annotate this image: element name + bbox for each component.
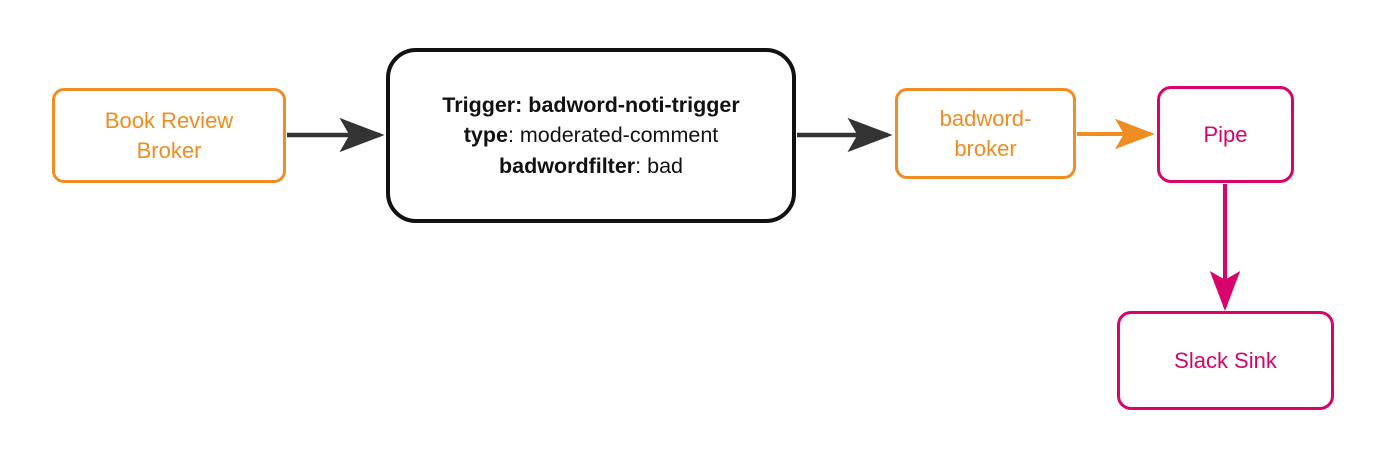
- node-trigger-name-text: Trigger: badword-noti-trigger: [442, 92, 740, 117]
- node-badword-broker[interactable]: badword- broker: [895, 88, 1076, 179]
- node-pipe[interactable]: Pipe: [1157, 86, 1294, 183]
- node-badword-broker-line1: badword-: [939, 106, 1032, 132]
- node-book-review-broker-line1: Book Review: [104, 108, 234, 134]
- node-book-review-broker[interactable]: Book Review Broker: [52, 88, 286, 183]
- node-trigger[interactable]: Trigger: badword-noti-trigger type: mode…: [386, 48, 796, 223]
- node-trigger-label: Trigger: badword-noti-trigger type: mode…: [390, 90, 792, 182]
- node-slack-sink[interactable]: Slack Sink: [1117, 311, 1334, 410]
- node-book-review-broker-line2: Broker: [136, 137, 202, 163]
- node-trigger-line-type: type: moderated-comment: [406, 120, 776, 151]
- node-trigger-badwordfilter-key: badwordfilter: [499, 153, 636, 178]
- node-trigger-type-key: type: [463, 123, 508, 148]
- node-pipe-label: Pipe: [1203, 121, 1248, 147]
- node-trigger-line-badwordfilter: badwordfilter: bad: [406, 151, 776, 182]
- node-trigger-type-value: : moderated-comment: [507, 123, 719, 148]
- node-book-review-broker-label: Book Review Broker: [55, 106, 283, 164]
- node-trigger-line-trigger-name: Trigger: badword-noti-trigger: [406, 90, 776, 121]
- node-badword-broker-label: badword- broker: [898, 104, 1073, 162]
- node-trigger-badwordfilter-value: : bad: [635, 153, 683, 178]
- node-slack-sink-label: Slack Sink: [1174, 347, 1277, 373]
- node-badword-broker-line2: broker: [954, 135, 1017, 161]
